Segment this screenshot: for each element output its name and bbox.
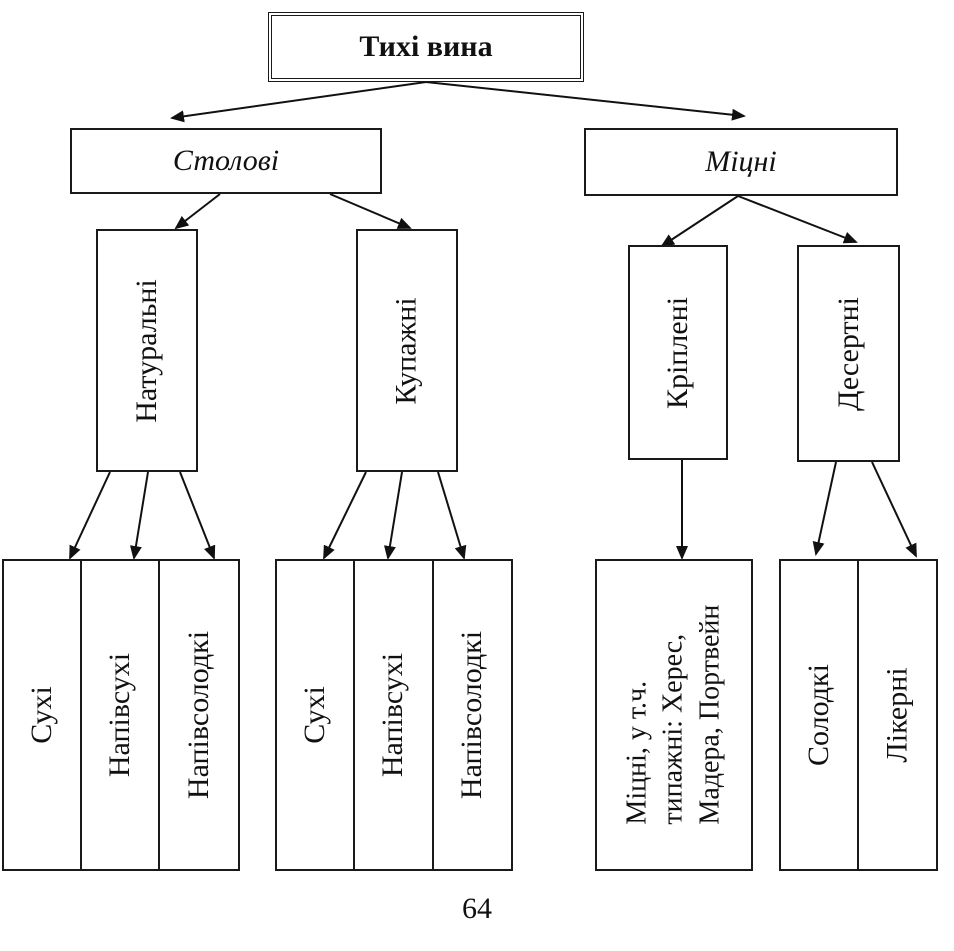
node-stolovi: Столові [70, 128, 382, 194]
leaf-naturalni-sukhi: Сухі [2, 559, 82, 871]
leaf-label: Сухі [24, 686, 58, 744]
leaf-label: Напівсолодкі [182, 630, 216, 800]
root-node: Тихі вина [268, 12, 584, 82]
leaf-kripleni-mitsni: Міцні, у т.ч. типажні: Херес, Мадера, По… [595, 559, 753, 871]
leaf-kupazhni-sukhi: Сухі [275, 559, 355, 871]
arrow-kupazhni-to-sukhi [323, 471, 367, 560]
node-stolovi-label: Столові [172, 144, 280, 177]
node-mitsni-label: Міцні [705, 145, 777, 178]
leaf-label: Напівсухі [376, 652, 410, 778]
node-naturalni: Натуральні [96, 229, 198, 472]
leaf-label: Напівсухі [103, 652, 136, 778]
arrow-kupazhni-to-napivsolodki [437, 471, 467, 560]
arrow-mitsni-to-desertni [737, 195, 858, 244]
arrow-desertni-to-solodki [812, 461, 837, 556]
leaf-label: Сухі [297, 686, 331, 744]
arrow-naturalni-to-napivsukhi [130, 471, 149, 560]
arrow-naturalni-to-sukhi [69, 471, 111, 560]
leaf-naturalni-napivsolodki: Напівсолодкі [158, 559, 240, 871]
leaf-label: Напівсолодкі [455, 630, 489, 800]
leaf-kupazhni-napivsukhi: Напівсухі [353, 559, 434, 871]
arrow-stolovi-to-naturalni [174, 193, 221, 230]
leaf-kupazhni-napivsolodki: Напівсолодкі [432, 559, 513, 871]
node-kupazhni-label: Купажні [390, 296, 423, 405]
arrow-root-to-mitsni [425, 81, 746, 121]
node-kripleni-label: Кріплені [661, 296, 695, 409]
node-kupazhni: Купажні [356, 229, 458, 472]
arrow-kupazhni-to-napivsukhi [384, 471, 403, 560]
arrow-desertni-to-likerni [871, 461, 917, 558]
arrow-mitsni-to-kripleni [660, 195, 739, 248]
node-desertni: Десертні [797, 245, 900, 462]
leaf-label: Солодкі [802, 664, 835, 766]
arrow-naturalni-to-napivsolodki [179, 471, 216, 560]
leaf-desertni-solodki: Солодкі [779, 559, 859, 871]
leaf-naturalni-napivsukhi: Напівсухі [80, 559, 160, 871]
page-number: 64 [462, 892, 492, 925]
arrow-root-to-stolovi [170, 81, 427, 123]
node-naturalni-label: Натуральні [130, 278, 164, 423]
leaf-desertni-likerni: Лікерні [857, 559, 938, 871]
leaf-label: Лікерні [880, 667, 914, 763]
root-node-label: Тихі вина [359, 30, 493, 63]
node-desertni-label: Десертні [831, 296, 865, 411]
node-kripleni: Кріплені [628, 245, 728, 460]
leaf-label: Міцні, у т.ч. типажні: Херес, Мадера, По… [621, 605, 726, 825]
node-mitsni: Міцні [584, 128, 898, 196]
arrow-stolovi-to-kupazhni [329, 193, 412, 229]
